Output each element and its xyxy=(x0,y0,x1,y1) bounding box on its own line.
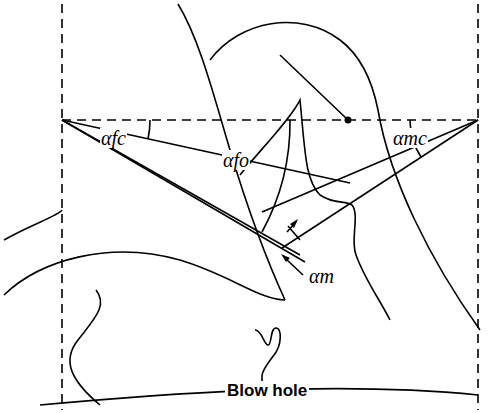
profile-line xyxy=(280,55,348,120)
female-lobe-edge xyxy=(4,210,62,240)
angle-ray xyxy=(62,120,350,183)
right-axis-line xyxy=(477,4,479,410)
angle-label: αm xyxy=(308,266,335,286)
angle-label: αfc xyxy=(100,128,127,148)
leader-line xyxy=(285,258,303,275)
angle-label: αfo xyxy=(222,150,250,170)
angle-label: αmc xyxy=(392,128,428,148)
male-lobe-curve xyxy=(240,100,390,320)
left-axis-line xyxy=(61,4,63,410)
arrowhead xyxy=(290,219,298,228)
blow-hole-notch xyxy=(255,328,280,376)
angle-arc xyxy=(262,120,290,232)
arrowhead xyxy=(281,254,290,262)
tip-circle-arc xyxy=(210,23,480,330)
profile-curve xyxy=(178,4,285,300)
leader-line xyxy=(261,376,263,381)
angle-arc xyxy=(148,120,150,139)
angle-ray xyxy=(62,120,305,262)
callout-label: Blow hole xyxy=(225,382,309,399)
center-line xyxy=(62,119,478,121)
angle-ray xyxy=(262,120,478,212)
female-lobe-curve xyxy=(4,252,285,300)
lobe-root-left xyxy=(70,290,101,405)
angle-ray xyxy=(282,120,478,248)
